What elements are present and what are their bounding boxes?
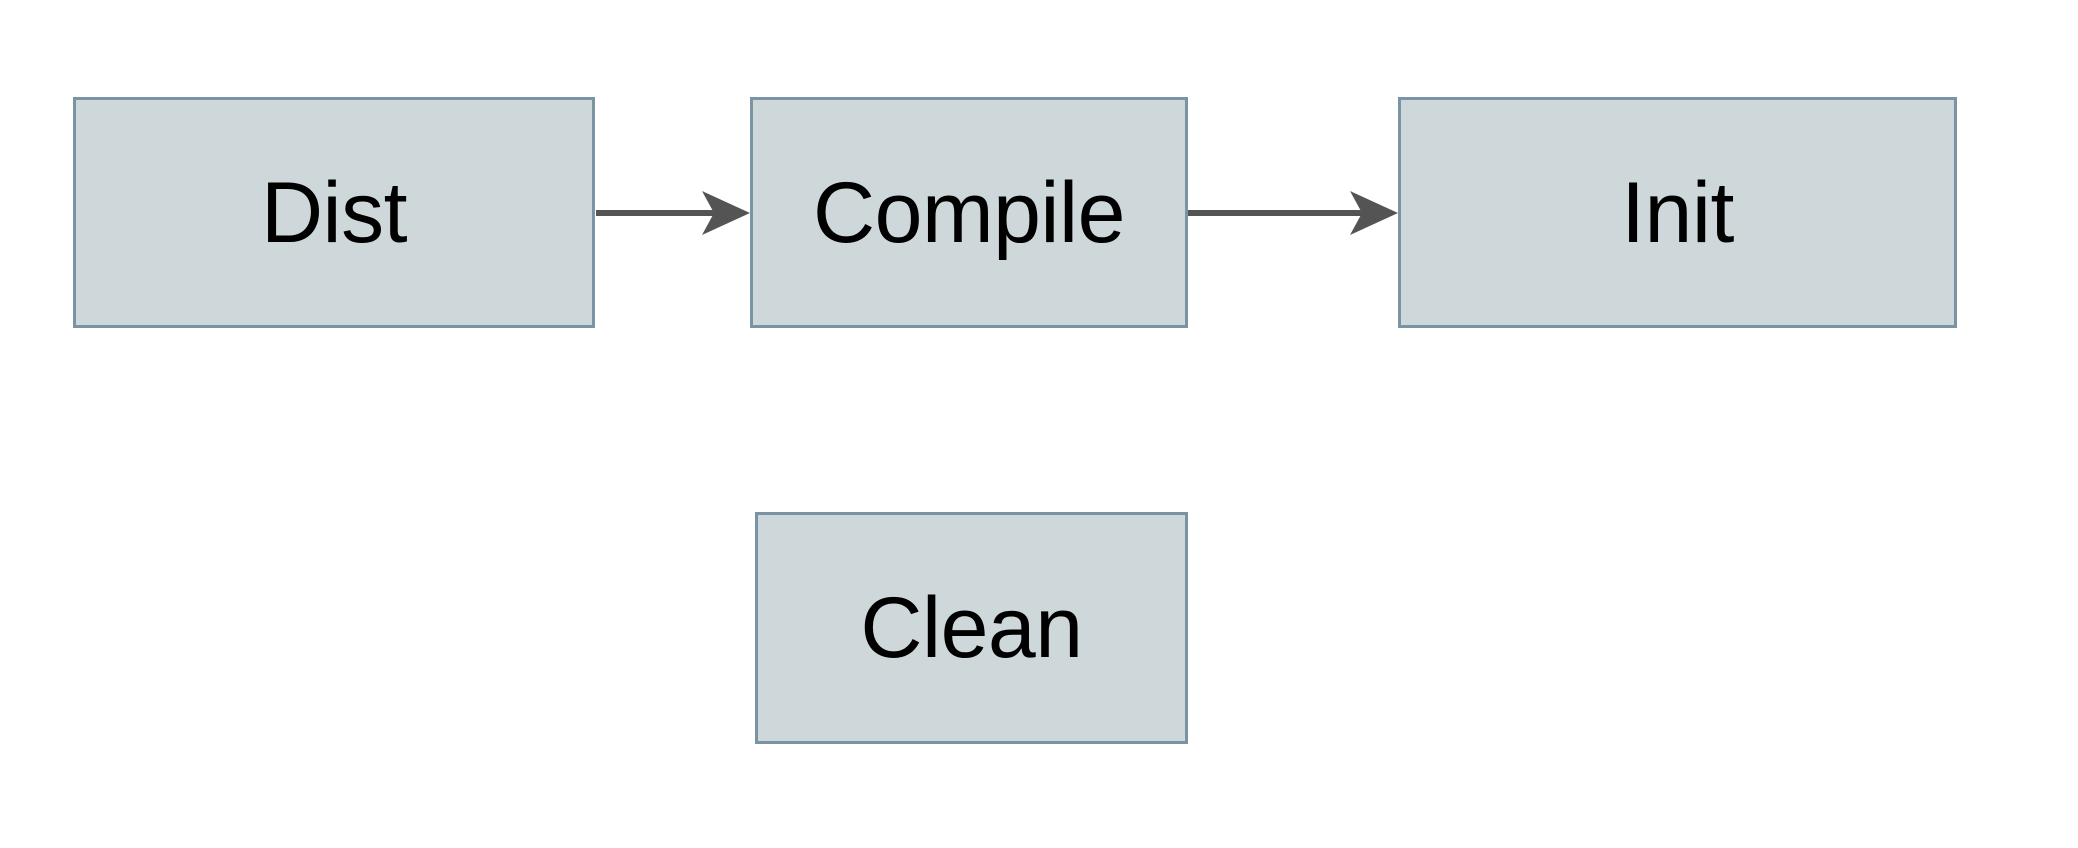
node-clean[interactable]: Clean <box>755 512 1188 744</box>
node-clean-label: Clean <box>860 580 1083 676</box>
arrow-right-icon <box>1188 191 1398 235</box>
node-compile[interactable]: Compile <box>750 97 1188 328</box>
edge-compile-to-init[interactable] <box>1188 183 1400 243</box>
node-init-label: Init <box>1621 164 1734 261</box>
node-dist[interactable]: Dist <box>73 97 595 328</box>
arrow-right-icon <box>596 191 750 235</box>
edge-dist-to-compile[interactable] <box>596 183 752 243</box>
node-compile-label: Compile <box>813 164 1125 261</box>
node-init[interactable]: Init <box>1398 97 1957 328</box>
node-dist-label: Dist <box>260 164 408 261</box>
